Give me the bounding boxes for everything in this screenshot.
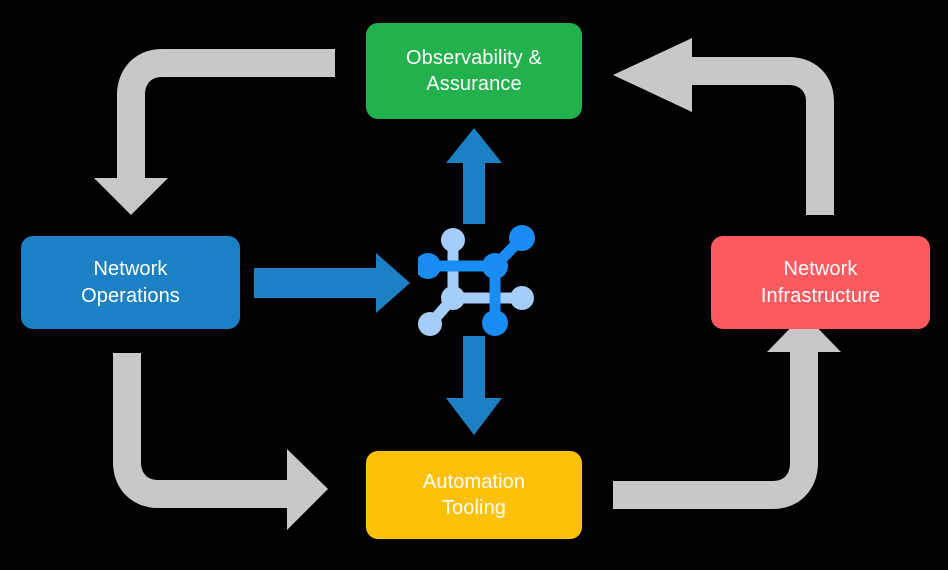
- connector-network-operations-to-automation-tooling: [113, 353, 328, 530]
- connector-center-to-automation-tooling: [446, 336, 502, 435]
- network-topology-icon: [418, 225, 535, 336]
- node-box-automation-tooling[interactable]: Automation Tooling: [366, 451, 582, 539]
- node-box-network-infrastructure[interactable]: Network Infrastructure: [711, 236, 930, 329]
- connector-observability-to-network-operations: [94, 49, 335, 215]
- connector-network-operations-to-center: [254, 253, 410, 313]
- connector-center-to-observability: [446, 128, 502, 224]
- topology-secondary-nodes: [418, 228, 534, 336]
- topology-primary-nodes: [418, 225, 535, 336]
- node-box-network-operations[interactable]: Network Operations: [21, 236, 240, 329]
- node-box-observability[interactable]: Observability & Assurance: [366, 23, 582, 119]
- connector-network-infrastructure-to-observability: [613, 38, 834, 215]
- connector-automation-tooling-to-network-infrastructure: [613, 314, 841, 509]
